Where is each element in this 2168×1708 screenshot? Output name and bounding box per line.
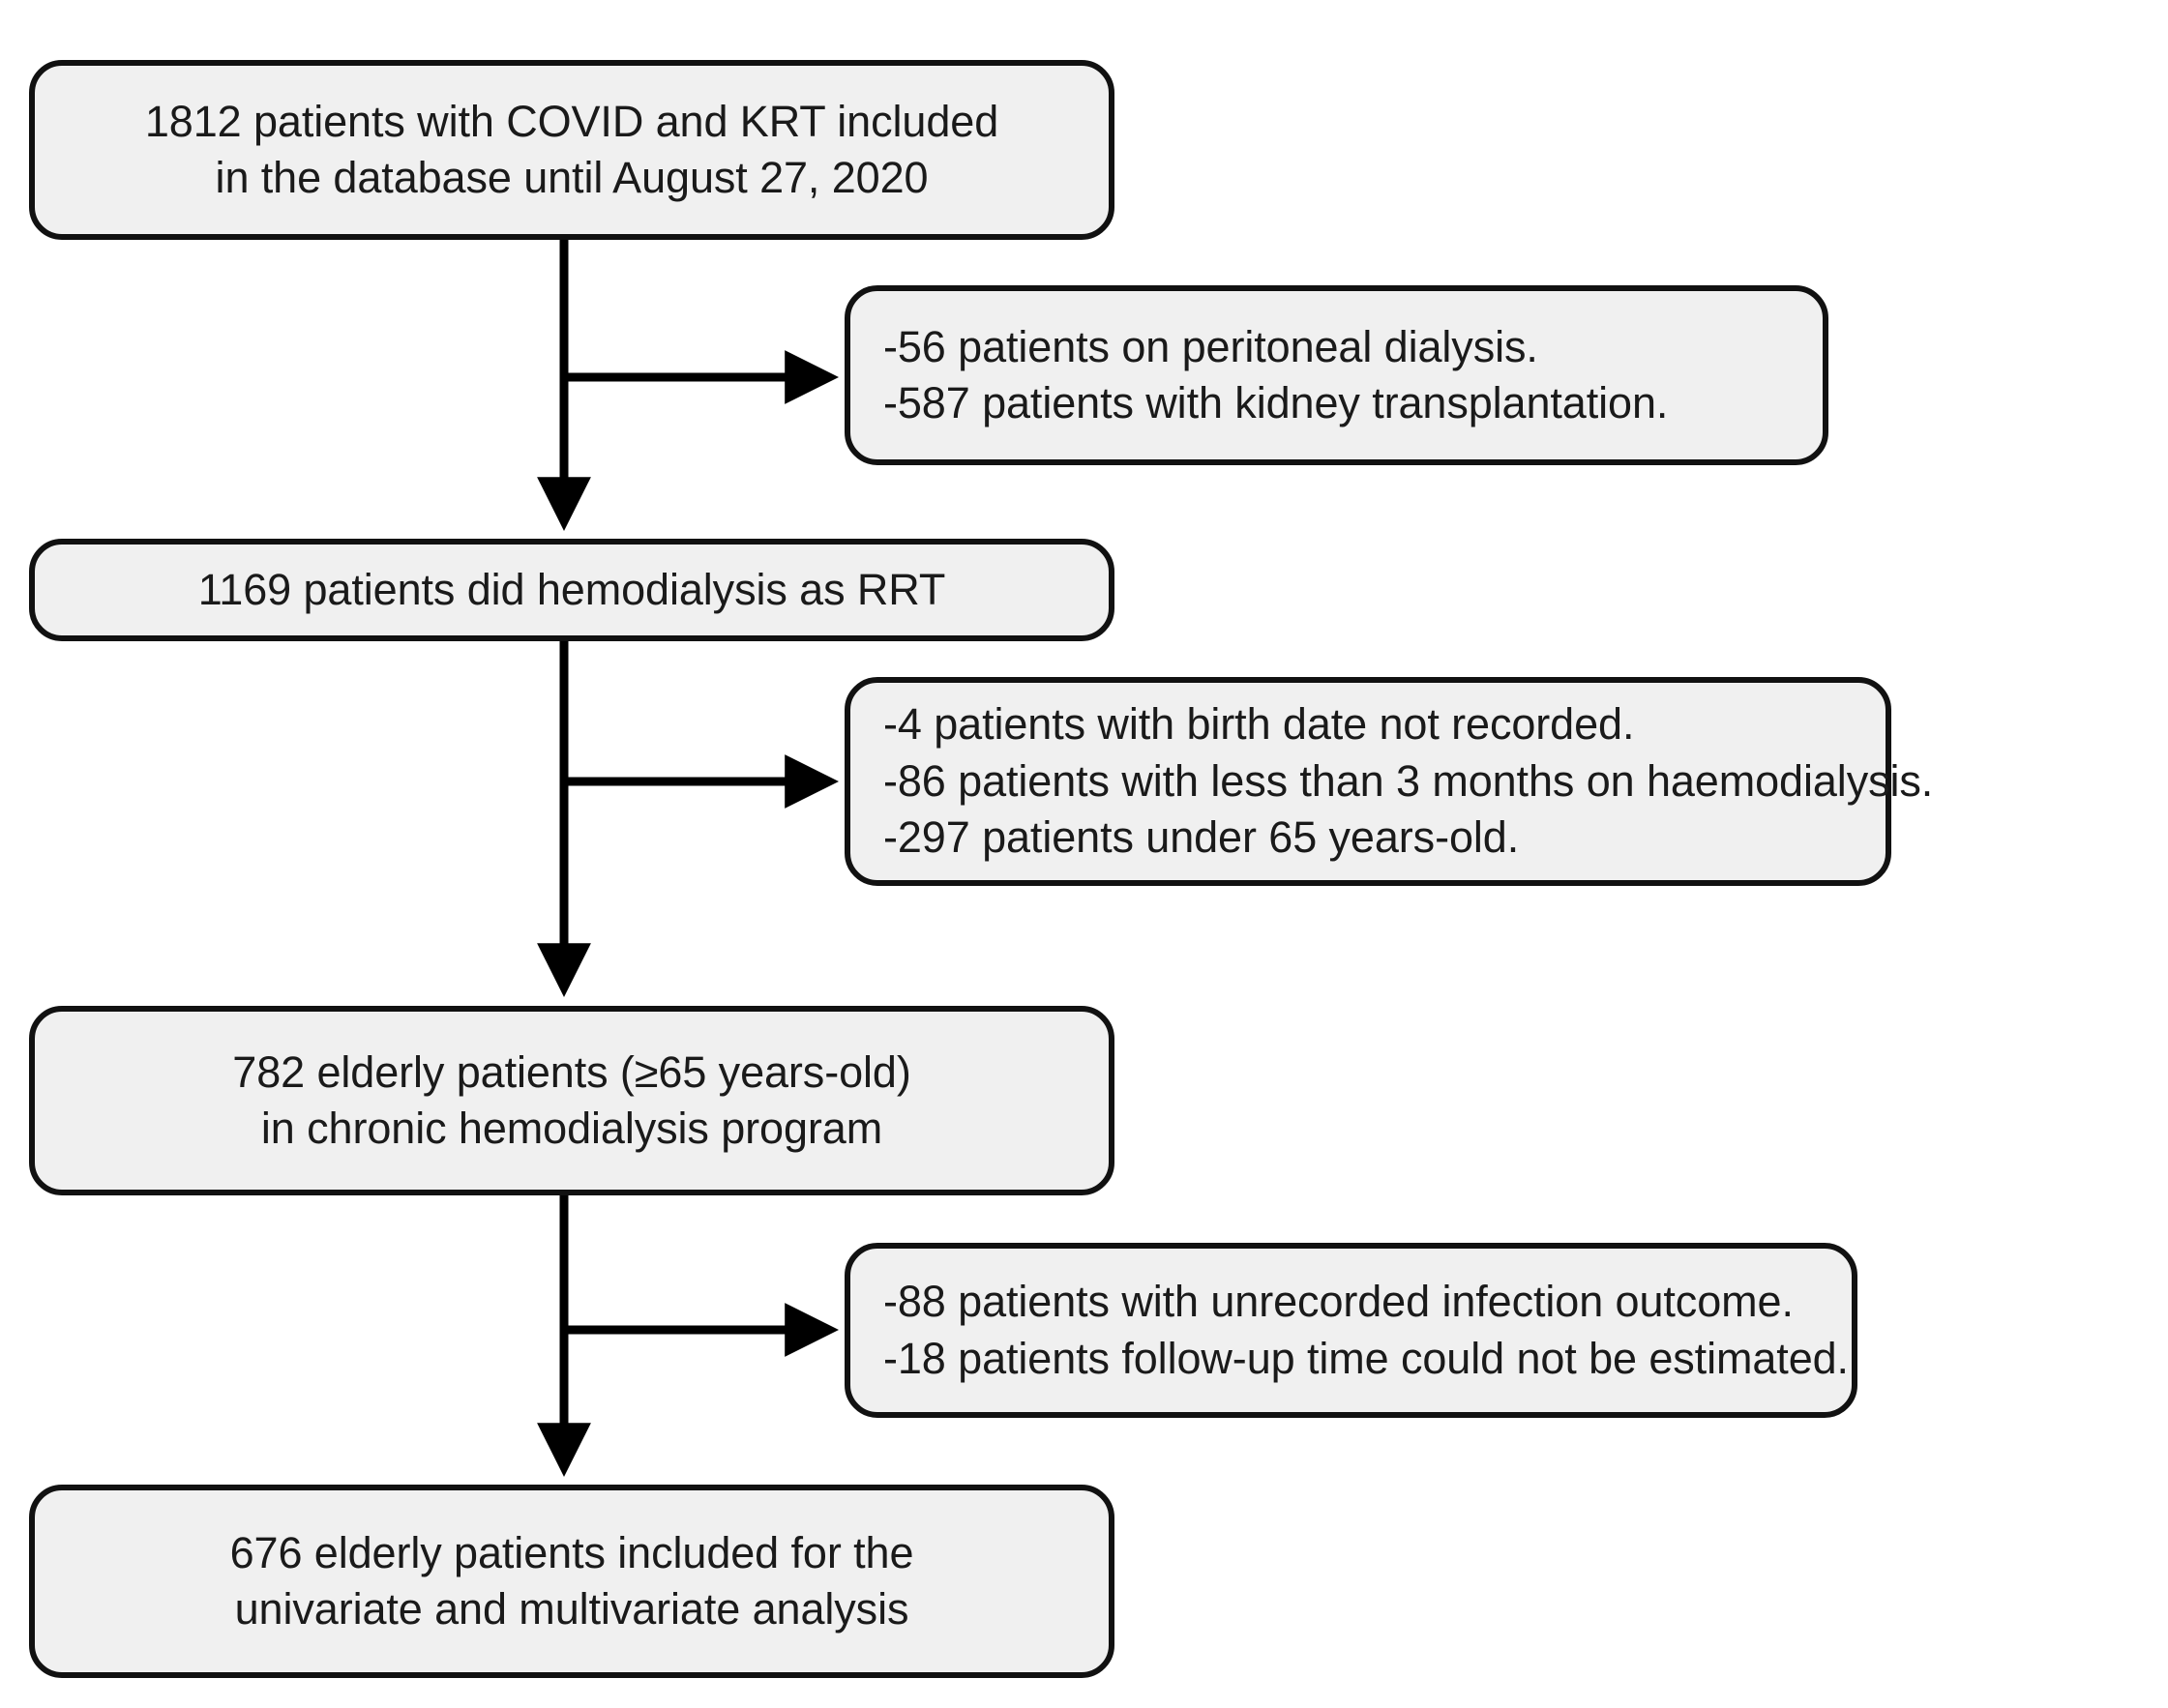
node-exclusion-2-line-3: -297 patients under 65 years-old.: [883, 812, 1520, 863]
node-exclusion-3: -88 patients with unrecorded infection o…: [845, 1243, 1857, 1418]
node-included-line-2: in the database until August 27, 2020: [215, 153, 929, 202]
node-elderly-line-2: in chronic hemodialysis program: [260, 1104, 883, 1153]
node-exclusion-3-line-2: -18 patients follow-up time could not be…: [883, 1333, 1849, 1383]
node-elderly-line-1: 782 elderly patients (≥65 years-old): [232, 1046, 911, 1097]
node-exclusion-1-line-1: -56 patients on peritoneal dialysis.: [883, 321, 1538, 371]
node-included-line-1: 1812 patients with COVID and KRT include…: [144, 96, 999, 146]
node-final-line-2: univariate and multivariate analysis: [234, 1584, 909, 1634]
node-exclusion-3-line-1: -88 patients with unrecorded infection o…: [883, 1277, 1794, 1326]
node-exclusion-2-line-2: -86 patients with less than 3 months on …: [883, 755, 1934, 806]
node-exclusion-2-line-1: -4 patients with birth date not recorded…: [883, 699, 1635, 750]
node-final: 676 elderly patients included for the un…: [29, 1485, 1114, 1678]
node-elderly: 782 elderly patients (≥65 years-old) in …: [29, 1006, 1114, 1195]
node-exclusion-1-line-2: -587 patients with kidney transplantatio…: [883, 378, 1669, 427]
node-hd-rrt-line-1: 1169 patients did hemodialysis as RRT: [197, 564, 946, 614]
node-exclusion-2: -4 patients with birth date not recorded…: [845, 677, 1933, 886]
node-included: 1812 patients with COVID and KRT include…: [29, 60, 1114, 240]
node-hd-rrt: 1169 patients did hemodialysis as RRT: [29, 539, 1114, 641]
node-final-line-1: 676 elderly patients included for the: [229, 1527, 914, 1577]
node-exclusion-1: -56 patients on peritoneal dialysis. -58…: [845, 285, 1828, 465]
